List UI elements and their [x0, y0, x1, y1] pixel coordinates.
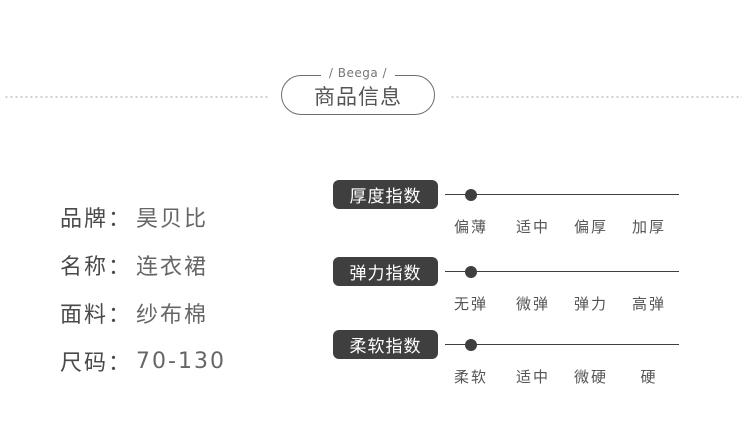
attribute-label: 品牌： [60, 207, 133, 232]
brand-subtitle-text: / Beega / [320, 66, 396, 80]
index-label: 弹力指数 [333, 257, 438, 286]
index-option: 微弹 [515, 295, 550, 313]
decorative-dotted-line-right [450, 95, 742, 99]
index-elasticity: 弹力指数 无弹 微弹 弹力 高弹 [333, 257, 693, 337]
index-option: 高弹 [631, 295, 666, 313]
index-scale-line [445, 271, 679, 272]
attribute-row-brand: 品牌： 昊贝比 [60, 193, 226, 241]
product-attributes: 品牌： 昊贝比 名称： 连衣裙 面料： 纱布棉 尺码： 70-130 [60, 193, 226, 385]
index-option: 适中 [515, 368, 550, 386]
index-scale-line [445, 194, 679, 195]
decorative-dotted-line-left [4, 95, 270, 99]
index-marker [465, 339, 477, 351]
attribute-label: 尺码： [60, 351, 133, 376]
index-option: 偏厚 [573, 218, 608, 236]
brand-subtitle: / Beega / [281, 64, 435, 82]
attribute-label: 面料： [60, 303, 133, 328]
attribute-row-name: 名称： 连衣裙 [60, 241, 226, 289]
index-softness: 柔软指数 柔软 适中 微硬 硬 [333, 330, 693, 410]
attribute-value: 纱布棉 [136, 303, 209, 328]
index-marker [465, 189, 477, 201]
attribute-label: 名称： [60, 255, 133, 280]
index-thickness: 厚度指数 偏薄 适中 偏厚 加厚 [333, 180, 693, 260]
index-scale-line [445, 344, 679, 345]
index-options: 柔软 适中 微硬 硬 [333, 366, 693, 386]
attribute-row-fabric: 面料： 纱布棉 [60, 289, 226, 337]
index-option: 无弹 [453, 295, 488, 313]
attribute-value: 70-130 [136, 348, 226, 374]
attribute-value: 昊贝比 [136, 207, 209, 232]
index-option: 加厚 [631, 218, 666, 236]
index-options: 偏薄 适中 偏厚 加厚 [333, 216, 693, 236]
index-option: 柔软 [453, 368, 488, 386]
index-option: 适中 [515, 218, 550, 236]
index-option: 弹力 [573, 295, 608, 313]
attribute-row-size: 尺码： 70-130 [60, 337, 226, 385]
index-option: 微硬 [573, 368, 608, 386]
attribute-value: 连衣裙 [136, 255, 209, 280]
index-label: 柔软指数 [333, 330, 438, 359]
section-title: 商品信息 [314, 85, 402, 109]
index-marker [465, 266, 477, 278]
index-option: 硬 [640, 368, 658, 386]
index-options: 无弹 微弹 弹力 高弹 [333, 293, 693, 313]
index-label: 厚度指数 [333, 180, 438, 209]
index-option: 偏薄 [453, 218, 488, 236]
